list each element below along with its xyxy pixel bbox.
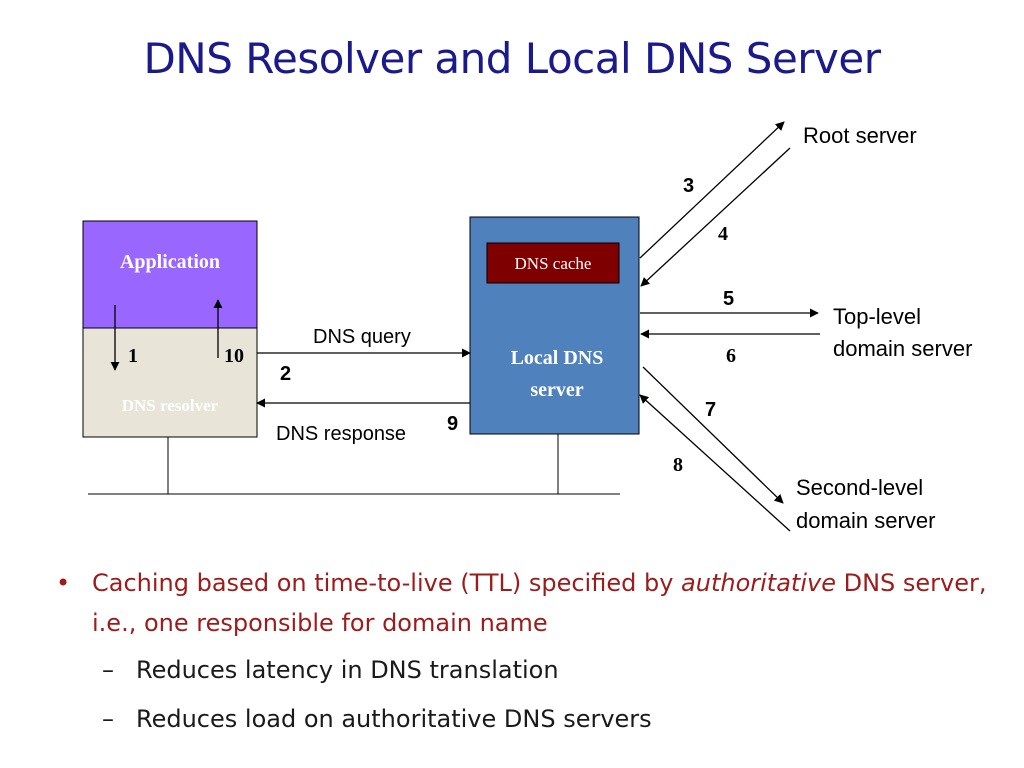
bullet-dot-icon: • [56,569,71,597]
bullet-main-text: Caching based on time-to-live (TTL) spec… [92,563,992,643]
step-5-label: 5 [723,288,734,310]
dash-icon: – [102,705,114,733]
sub-bullet-load: –Reduces load on authoritative DNS serve… [102,705,652,733]
dns-response-label: DNS response [276,423,406,445]
step-2-label: 2 [280,363,291,385]
step-7-arrow [642,366,784,504]
dns-cache-label: DNS cache [515,254,592,273]
bullet-main-part2: DNS server, i.e., one responsible for do… [92,569,987,637]
dns-query-label: DNS query [313,326,411,348]
sub-bullet-latency-text: Reduces latency in DNS translation [136,656,559,684]
dns-resolver-box [82,327,258,438]
application-box [82,220,258,329]
root-server-label: Root server [803,123,917,148]
dash-icon: – [102,656,114,684]
step-8-label: 8 [673,454,683,476]
step-6-label: 6 [726,345,736,367]
step-10-label: 10 [224,345,244,367]
sub-bullet-load-text: Reduces load on authoritative DNS server… [136,705,652,733]
bullet-main-italic: authoritative [681,569,836,597]
bullet-main-part1: Caching based on time-to-live (TTL) spec… [92,569,682,597]
dns-resolver-label: DNS resolver [122,396,219,415]
step-3-arrow [639,121,785,259]
step-4-arrow [640,147,791,287]
tld-server-label-line2: domain server [833,336,972,361]
tld-server-label-line1: Top-level [833,304,921,329]
step-1-label: 1 [128,345,138,367]
step-4-label: 4 [718,223,728,245]
application-label: Application [120,251,220,273]
sld-server-label-line1: Second-level [796,475,923,500]
local-dns-label-line1: Local DNS [511,347,604,369]
step-9-label: 9 [447,413,458,435]
sub-bullet-latency: –Reduces latency in DNS translation [102,656,559,684]
dns-cache-box [486,242,620,284]
step-7-label: 7 [705,399,716,421]
step-3-label: 3 [683,175,694,197]
step-8-arrow [639,394,791,532]
sld-server-label-line2: domain server [796,508,935,533]
slide-title: DNS Resolver and Local DNS Server [143,34,881,83]
local-dns-label-line2: server [530,379,583,401]
